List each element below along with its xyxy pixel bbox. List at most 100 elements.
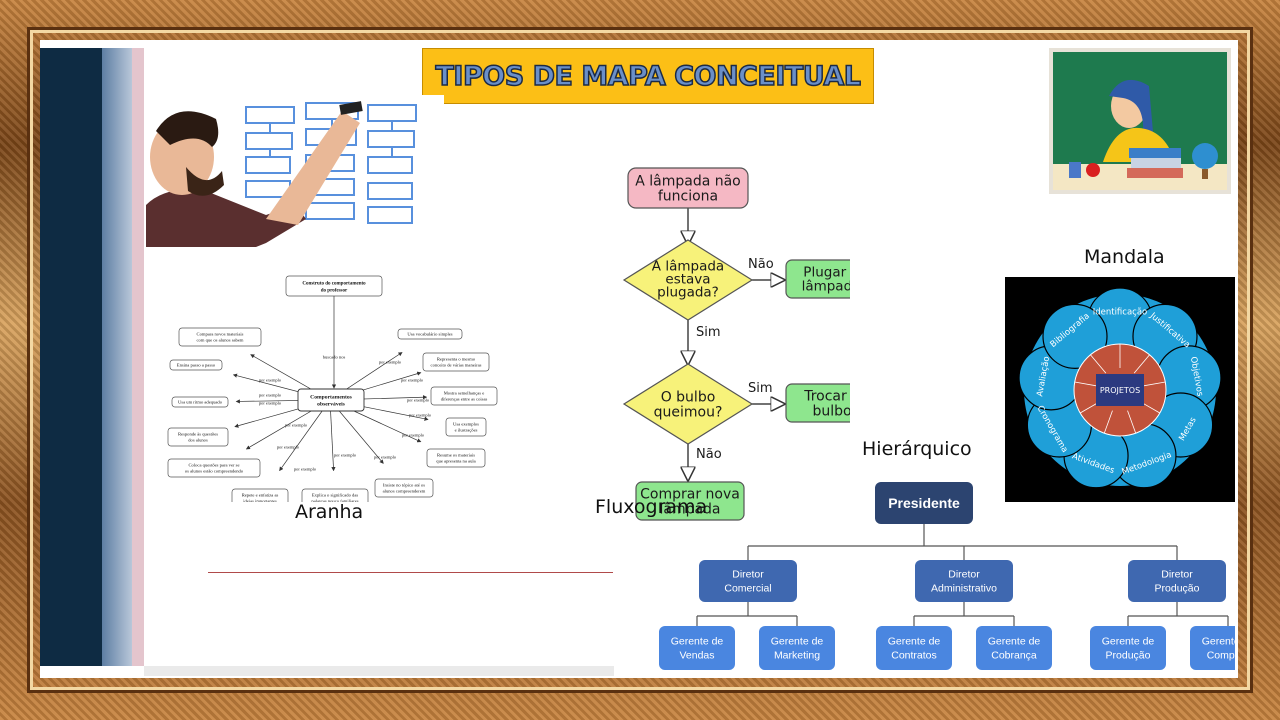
caption-hierarquico: Hierárquico [862,438,972,460]
spider-node-box [178,327,262,347]
org-director-box [1128,560,1226,602]
spider-center-box [297,388,365,412]
spider-link-label: por exemplo [259,401,282,406]
mandala-divider [1090,354,1107,374]
caption-aranha: Aranha [295,501,364,523]
flow-yes-label: Sim [696,325,721,340]
spider-node-label: Ensina passo a passo [177,363,216,368]
spider-node-label: Usa vocabulário simples [407,332,452,337]
decorative-band-blue [102,48,132,666]
org-director-box [915,560,1013,602]
spider-link-label: por exemplo [334,453,357,458]
spider-node-label: Usa um ritmo adequado [178,400,223,405]
spider-node-box [397,328,463,340]
frame-inner-border [30,30,1250,690]
teacher-at-chalkboard-illustration [1049,48,1231,194]
spider-node-box [445,417,487,437]
spider-node-box [167,458,261,478]
mandala-divider [1127,410,1137,434]
org-manager-box [1090,626,1166,670]
slide-canvas: TIPOS DE MAPA CONCEITUAL [40,40,1238,678]
decorative-band-navy [40,48,102,666]
divider-line [208,572,613,573]
spider-link-label: por exemplo [379,360,402,365]
spider-node-box [171,396,229,408]
mandala-center-box [1096,374,1144,406]
man-drawing-diagram-photo [146,95,444,247]
flow-no-label: Não [748,257,774,272]
spider-link-label: por exemplo [259,393,282,398]
org-manager-box [976,626,1052,670]
mandala-divider [1103,410,1113,434]
decorative-band-line [144,48,146,666]
decorative-band-pink [132,48,144,666]
flow-yes-label: Sim [748,381,773,396]
spider-node-box [430,386,498,406]
spider-link-label: por exemplo [277,445,300,450]
bottom-strip [144,666,614,676]
flow-action-2 [785,383,850,423]
spider-link-label: por exemplo [401,378,424,383]
spider-link [329,399,336,472]
org-manager-box [759,626,835,670]
page-title: TIPOS DE MAPA CONCEITUAL [435,60,862,93]
flow-start-node [627,167,749,209]
flow-decision-2 [622,363,754,445]
flow-decision-1 [622,239,754,321]
title-banner: TIPOS DE MAPA CONCEITUAL [422,48,874,104]
spider-link-label: por exemplo [402,433,425,438]
org-president-label: Presidente [888,495,960,511]
flow-end-node [635,481,745,521]
spider-node-box [231,488,289,502]
spider-top-link-label: buscado nos [323,355,346,360]
mandala-divider [1074,381,1099,387]
flow-no-label: Não [696,447,722,462]
spider-node-box [422,352,490,372]
spider-node-box [374,478,434,498]
org-manager-box [659,626,735,670]
org-manager-box [1190,626,1235,670]
mandala-petal-label: Identificação [1093,308,1148,318]
flow-action-2-label: Trocar obulbo [803,388,850,419]
caption-fluxograma: Fluxograma [595,496,708,518]
mandala-divider [1141,381,1166,387]
caption-mandala: Mandala [1084,246,1165,268]
org-manager-box [876,626,952,670]
mandala-petal [1042,303,1108,369]
spider-link-label: por exemplo [294,467,317,472]
org-manager-label: Gerente deCompras [1202,636,1235,662]
spider-link-label: por exemplo [285,423,308,428]
spider-node-box [301,488,369,502]
spider-node-box [167,427,229,447]
spider-node-box [426,448,486,468]
org-president-box [875,482,973,524]
spider-link-label: por exemplo [259,378,282,383]
org-director-box [699,560,797,602]
